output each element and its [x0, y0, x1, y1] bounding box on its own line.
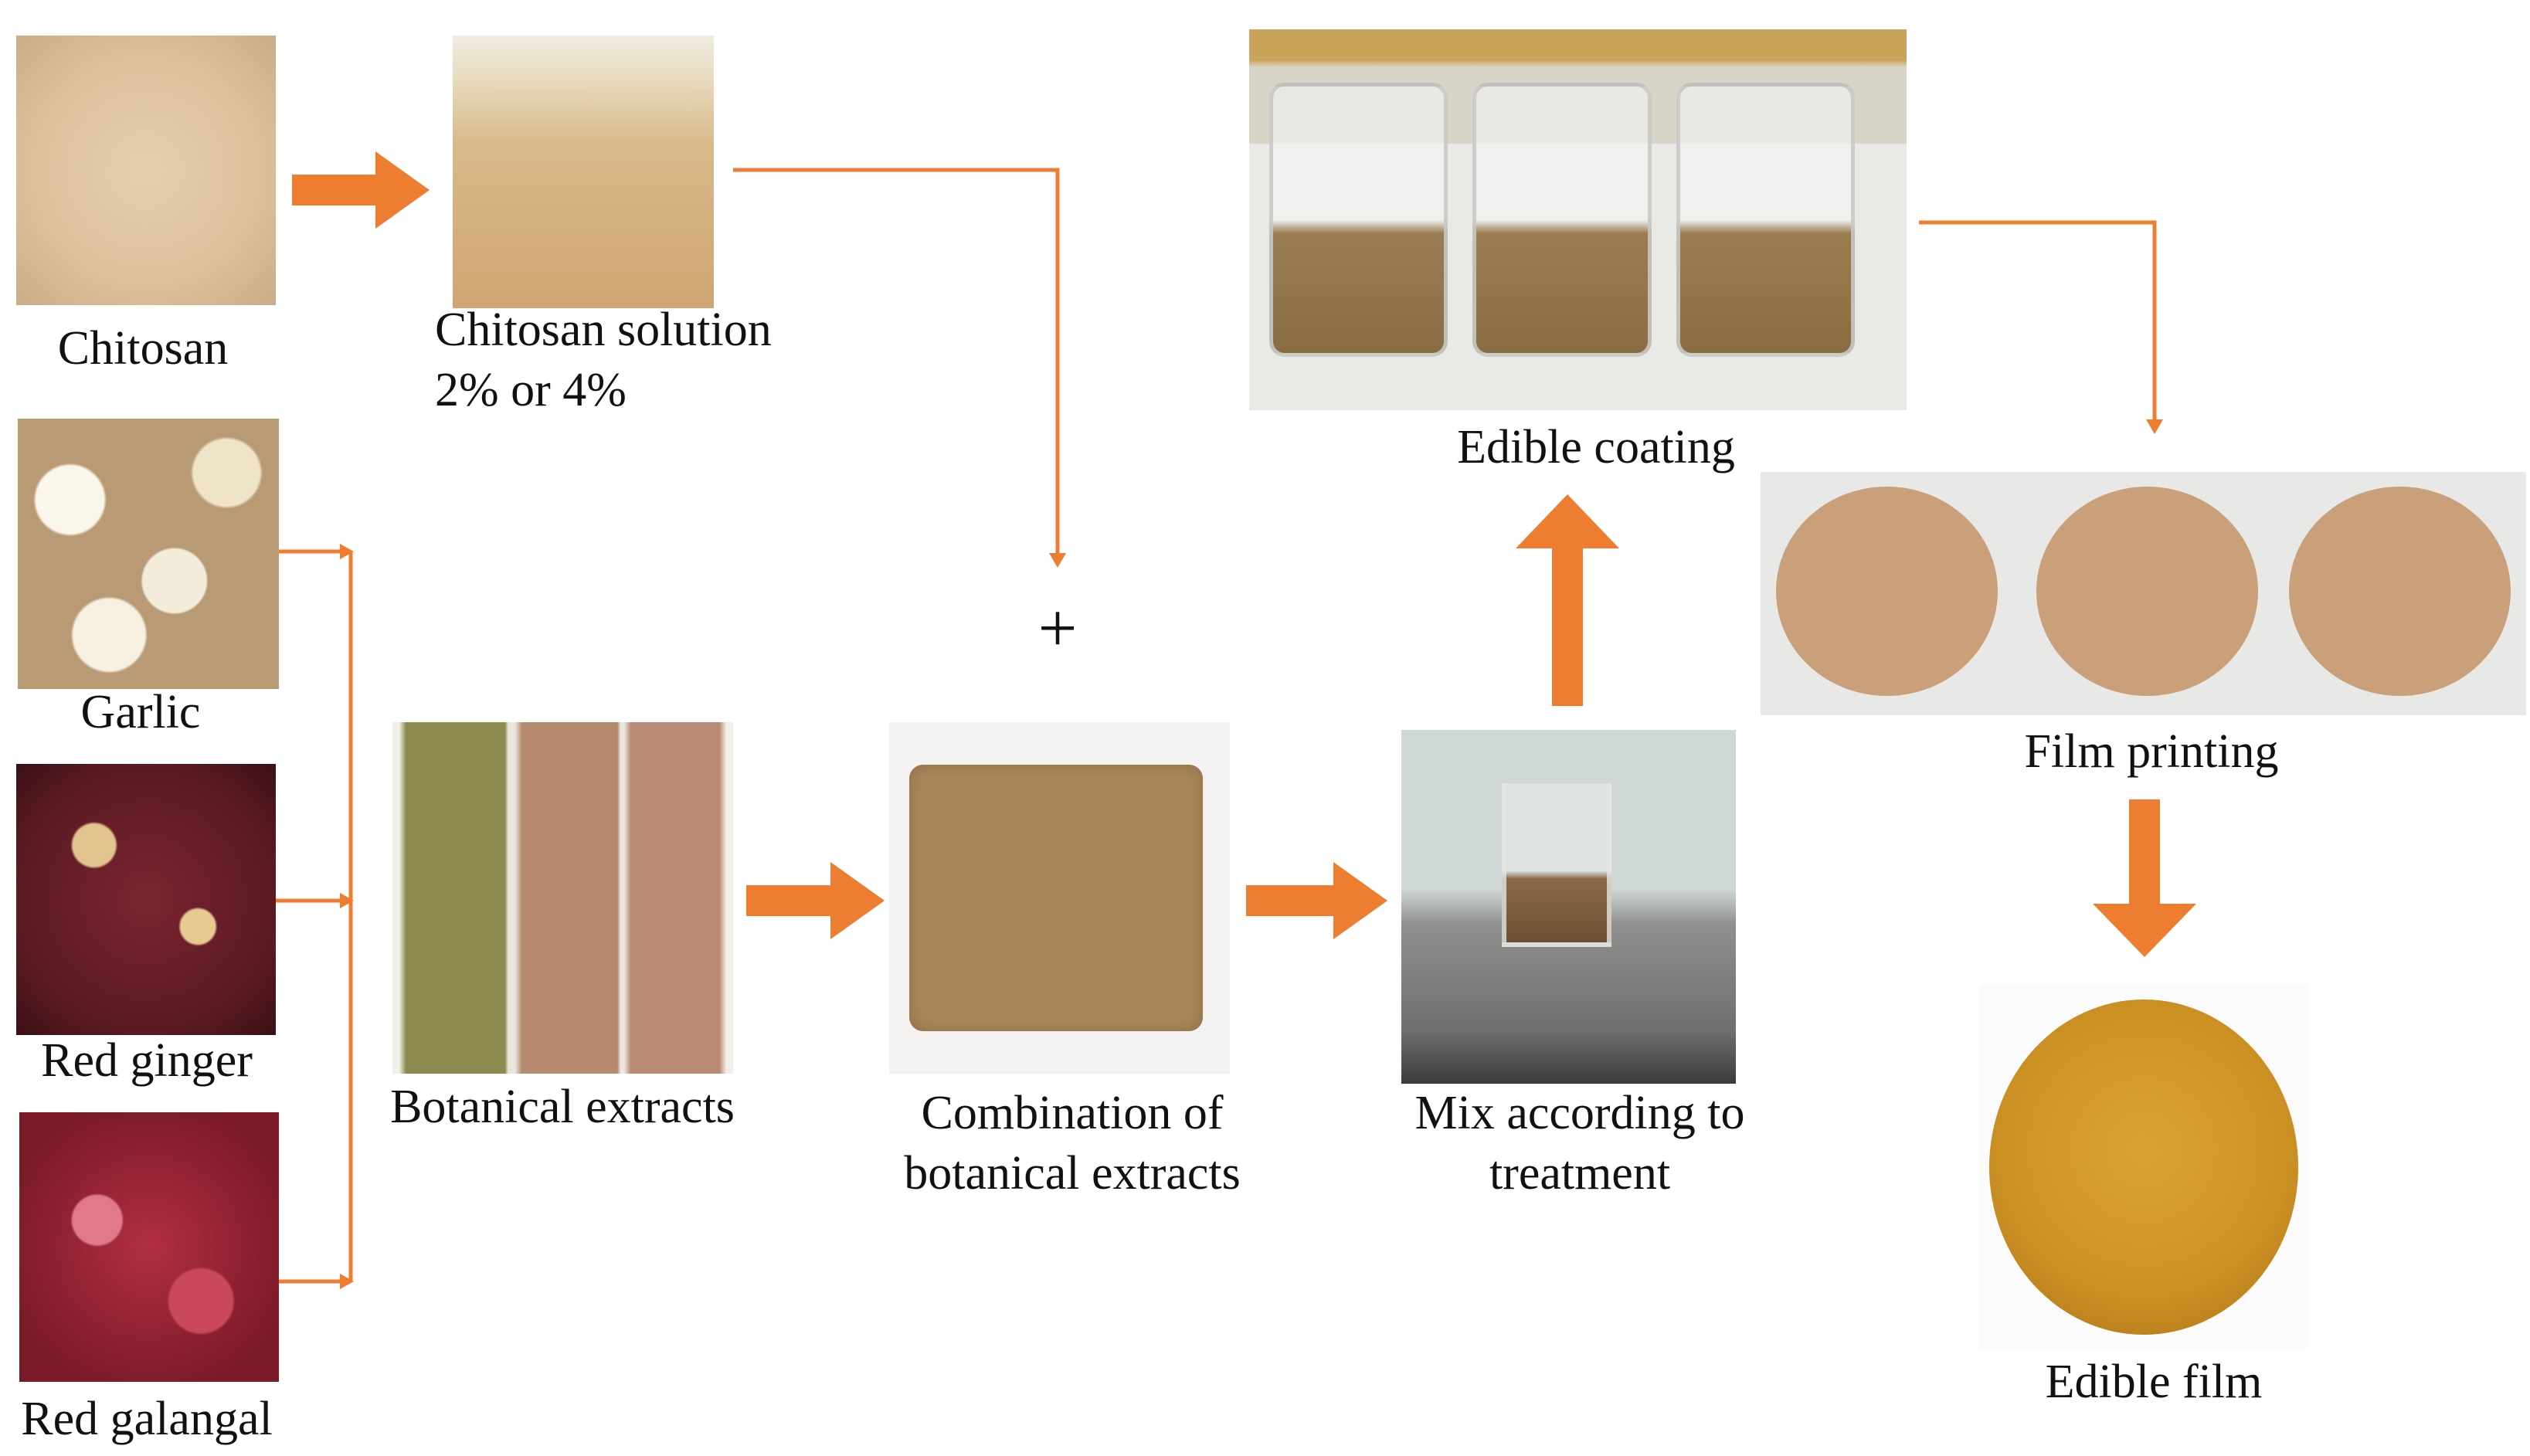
arrow-right-chitosan — [292, 151, 430, 229]
film-disc — [1988, 999, 2299, 1336]
edible-coating-photo — [1249, 29, 1907, 410]
edible-coating-label: Edible coating — [1457, 421, 1735, 473]
film-printing-photo — [1761, 472, 2526, 715]
beaker — [1501, 782, 1611, 947]
red-ginger-photo — [16, 764, 276, 1035]
jar — [1472, 83, 1652, 358]
edible-film-photo — [1979, 985, 2308, 1349]
red-galangal-photo — [19, 1112, 279, 1382]
botanical-extracts-photo — [392, 722, 733, 1074]
petri-dish — [1775, 486, 1999, 696]
arrow-down-film — [2093, 799, 2196, 957]
connector-coating — [1919, 220, 2157, 421]
combination-label-line1: Combination of — [921, 1087, 1224, 1139]
combination-label-line2: botanical extracts — [904, 1147, 1241, 1200]
jar — [1268, 83, 1448, 358]
botanical-extracts-label: Botanical extracts — [390, 1081, 735, 1133]
extract-tray — [909, 764, 1203, 1032]
garlic-label: Garlic — [80, 686, 201, 738]
connector-solution — [733, 168, 1060, 555]
arrow-right-combination — [1246, 862, 1387, 939]
arrow-right-botanical — [746, 862, 885, 939]
petri-dish — [2288, 486, 2511, 696]
arrowhead — [1049, 553, 1066, 568]
red-ginger-label: Red ginger — [41, 1034, 253, 1087]
red-galangal-label: Red galangal — [21, 1393, 273, 1445]
mix-photo — [1401, 730, 1736, 1084]
arrowhead — [340, 1274, 354, 1289]
chitosan-concentration-label: 2% or 4% — [435, 364, 627, 416]
arrowhead — [340, 893, 354, 908]
chitosan-label: Chitosan — [57, 322, 229, 375]
chitosan-solution-photo — [453, 36, 714, 308]
film-printing-label: Film printing — [2024, 725, 2279, 778]
combination-photo — [889, 722, 1230, 1074]
garlic-photo — [18, 419, 279, 689]
arrowhead — [2146, 419, 2163, 434]
arrowhead — [340, 544, 354, 559]
chitosan-solution-label: Chitosan solution — [435, 304, 772, 356]
mix-label-line2: treatment — [1489, 1147, 1671, 1200]
arrow-up-coating — [1516, 494, 1619, 706]
chitosan-photo — [16, 36, 276, 305]
petri-dish — [2036, 486, 2259, 696]
mix-label-line1: Mix according to — [1414, 1087, 1745, 1139]
edible-film-label: Edible film — [2045, 1356, 2263, 1408]
plus-symbol: + — [1037, 590, 1078, 667]
jar — [1676, 83, 1856, 358]
